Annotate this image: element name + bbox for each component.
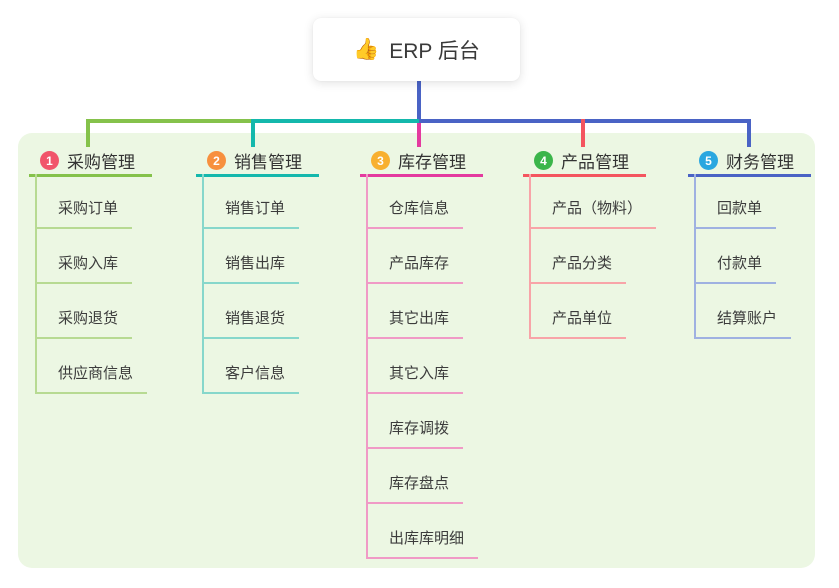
mindmap-node[interactable]: 库存调拨 [368, 394, 464, 449]
mindmap-node[interactable]: 回款单 [696, 174, 777, 229]
branch-items-inventory: 仓库信息 产品库存 其它出库 其它入库 库存调拨 库存盘点 出库库明细 [366, 174, 479, 559]
branch-header-product-management[interactable]: 4 产品管理 [523, 147, 646, 177]
mindmap-node[interactable]: 采购退货 [37, 284, 133, 339]
mindmap-node[interactable]: 客户信息 [204, 339, 300, 394]
node-label: 库存盘点 [389, 475, 450, 492]
branch-header-purchase-management[interactable]: 1 采购管理 [29, 147, 152, 177]
mindmap-node[interactable]: 销售退货 [204, 284, 300, 339]
connector-root-stem [417, 81, 421, 123]
node-label: 采购退货 [58, 310, 119, 327]
node-label: 库存调拨 [389, 420, 450, 437]
mindmap-node[interactable]: 付款单 [696, 229, 777, 284]
branch-label: 销售管理 [234, 153, 302, 172]
branch-number-badge: 3 [371, 151, 390, 170]
branch-header-sales-management[interactable]: 2 销售管理 [196, 147, 319, 177]
mindmap-node[interactable]: 采购入库 [37, 229, 133, 284]
node-label: 采购订单 [58, 200, 119, 217]
connector-drop-branch-1 [86, 119, 90, 147]
node-label: 产品库存 [389, 255, 450, 272]
connector-drop-branch-5 [747, 119, 751, 147]
mindmap-node[interactable]: 库存盘点 [368, 449, 464, 504]
branch-label: 采购管理 [67, 153, 135, 172]
node-label: 出库库明细 [389, 530, 465, 547]
branches-panel [18, 133, 815, 568]
mindmap-node[interactable]: 产品（物料） [531, 174, 657, 229]
connector-drop-branch-3 [417, 123, 421, 147]
branch-label: 财务管理 [726, 153, 794, 172]
connector-drop-branch-4 [581, 119, 585, 147]
node-label: 其它出库 [389, 310, 450, 327]
connector-drop-branch-2 [251, 119, 255, 147]
branch-items-finance: 回款单 付款单 结算账户 [694, 174, 792, 339]
node-label: 产品分类 [552, 255, 613, 272]
branch-number-badge: 4 [534, 151, 553, 170]
mindmap-node[interactable]: 出库库明细 [368, 504, 479, 559]
root-node[interactable]: 👍 ERP 后台 [313, 18, 520, 81]
node-label: 结算账户 [717, 310, 778, 327]
branch-items-purchase: 采购订单 采购入库 采购退货 供应商信息 [35, 174, 148, 394]
branch-items-sales: 销售订单 销售出库 销售退货 客户信息 [202, 174, 300, 394]
node-label: 其它入库 [389, 365, 450, 382]
connector-bus-branch-2 [251, 119, 421, 123]
node-label: 客户信息 [225, 365, 286, 382]
mindmap-node[interactable]: 仓库信息 [368, 174, 464, 229]
mindmap-node[interactable]: 供应商信息 [37, 339, 148, 394]
node-label: 销售出库 [225, 255, 286, 272]
branch-number-badge: 2 [207, 151, 226, 170]
node-label: 销售订单 [225, 200, 286, 217]
node-label: 仓库信息 [389, 200, 450, 217]
mindmap-node[interactable]: 销售订单 [204, 174, 300, 229]
branch-label: 库存管理 [398, 153, 466, 172]
mindmap-node[interactable]: 销售出库 [204, 229, 300, 284]
root-label: ERP 后台 [389, 39, 480, 63]
mindmap-node[interactable]: 其它出库 [368, 284, 464, 339]
branch-header-inventory-management[interactable]: 3 库存管理 [360, 147, 483, 177]
node-label: 供应商信息 [58, 365, 134, 382]
node-label: 产品单位 [552, 310, 613, 327]
branch-items-product: 产品（物料） 产品分类 产品单位 [529, 174, 657, 339]
branch-header-finance-management[interactable]: 5 财务管理 [688, 147, 811, 177]
node-label: 付款单 [717, 255, 763, 272]
mindmap-node[interactable]: 结算账户 [696, 284, 792, 339]
mindmap-node[interactable]: 其它入库 [368, 339, 464, 394]
mindmap-node[interactable]: 产品库存 [368, 229, 464, 284]
mindmap-node[interactable]: 产品分类 [531, 229, 627, 284]
branch-label: 产品管理 [561, 153, 629, 172]
node-label: 回款单 [717, 200, 763, 217]
node-label: 销售退货 [225, 310, 286, 327]
node-label: 产品（物料） [552, 200, 643, 217]
thumbs-up-icon: 👍 [353, 38, 380, 61]
node-label: 采购入库 [58, 255, 119, 272]
connector-bus-branch-1 [86, 119, 255, 123]
connector-bus-branch-5 [419, 119, 751, 123]
branch-number-badge: 1 [40, 151, 59, 170]
branch-number-badge: 5 [699, 151, 718, 170]
mindmap-node[interactable]: 采购订单 [37, 174, 133, 229]
mindmap-node[interactable]: 产品单位 [531, 284, 627, 339]
